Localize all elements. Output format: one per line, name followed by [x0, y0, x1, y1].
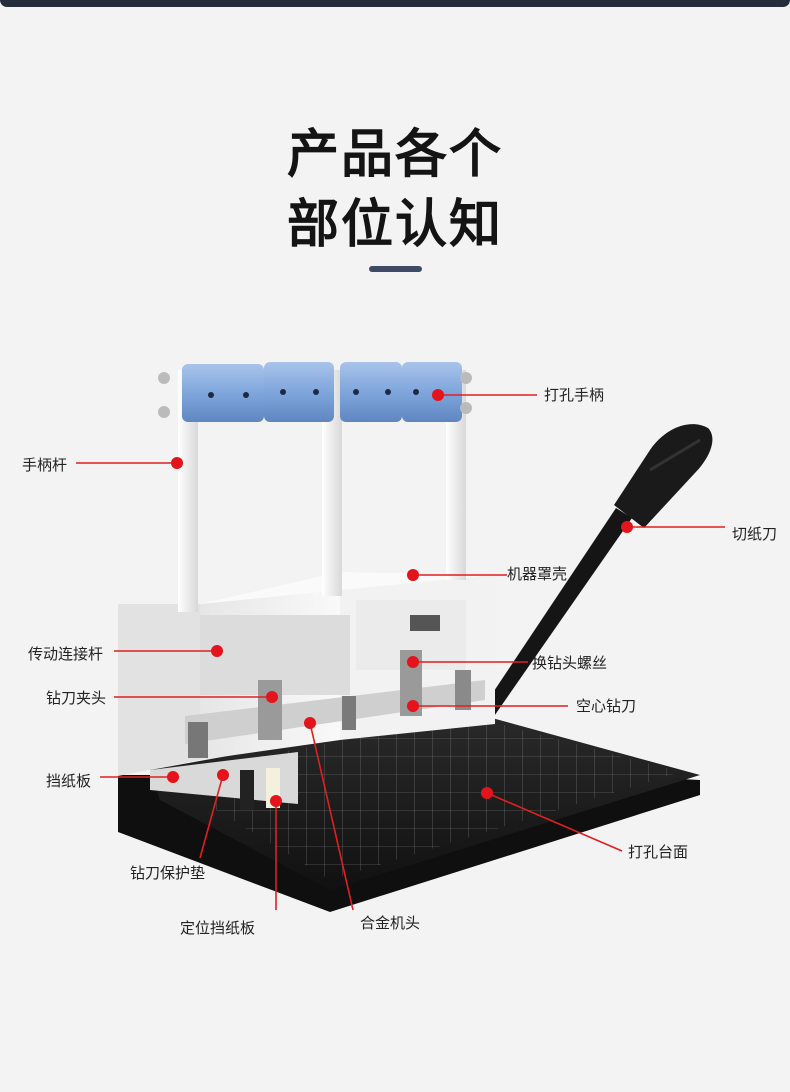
label-drill-change-screw: 换钻头螺丝: [532, 654, 608, 672]
label-punch-handle: 打孔手柄: [544, 386, 605, 404]
handle-bar-posts: [178, 370, 466, 612]
drill-head-assembly: [185, 650, 485, 758]
label-drill-clamp: 钻刀夹头: [46, 689, 107, 707]
label-hollow-drill: 空心钻刀: [576, 697, 637, 715]
cutter-blade-arm: [478, 424, 713, 722]
callout-leaders: [76, 389, 725, 911]
label-cutter-blade: 切纸刀: [732, 525, 778, 543]
label-machine-cover: 机器罩壳: [507, 565, 568, 583]
label-transmission-rod: 传动连接杆: [28, 645, 104, 663]
title-underline: [369, 266, 422, 272]
label-punch-table: 打孔台面: [628, 843, 689, 861]
page-title-line-1: 产品各个: [286, 125, 503, 185]
top-header-bar: [0, 0, 790, 7]
label-paper-stop: 挡纸板: [46, 772, 92, 790]
label-positioning-stop: 定位挡纸板: [180, 919, 256, 937]
label-handle-bar: 手柄杆: [22, 456, 68, 474]
label-drill-pad: 钻刀保护垫: [130, 864, 206, 882]
page-title-line-2: 部位认知: [286, 195, 503, 255]
punch-handle-grip: [158, 362, 472, 422]
label-alloy-head: 合金机头: [360, 914, 421, 932]
